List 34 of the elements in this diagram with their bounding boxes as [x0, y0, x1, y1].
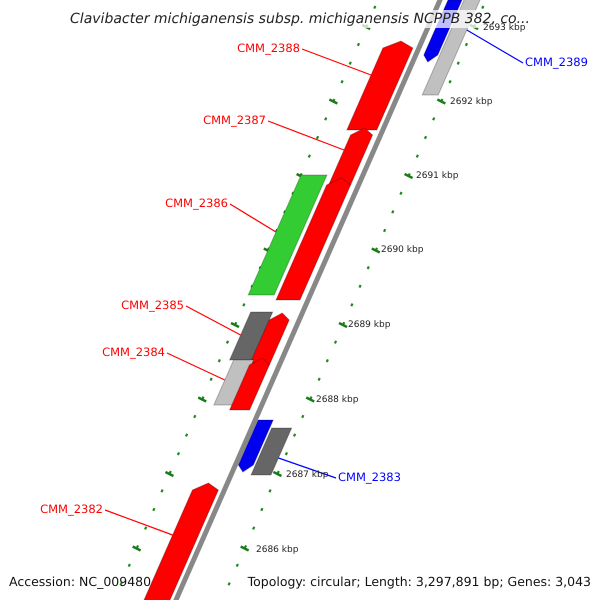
scale-label: 2688 kbp: [316, 394, 358, 406]
gene-feature: [238, 420, 274, 473]
leader-line: [186, 305, 241, 336]
scale-label: 2693 kbp: [483, 23, 526, 34]
gene-label: CMM_2382: [40, 501, 103, 517]
scale-label: 2692 kbp: [450, 96, 492, 108]
gene-feature: [228, 357, 270, 410]
gene-feature: [247, 174, 328, 296]
scale-label: 2691 kbp: [416, 170, 458, 182]
gene-feature: [228, 312, 274, 360]
gene-label: CMM_2386: [165, 195, 228, 211]
leader-line: [268, 120, 344, 151]
gene-feature: [346, 40, 414, 130]
gene-label: CMM_2384: [102, 344, 165, 360]
gene-label: CMM_2383: [338, 469, 401, 485]
leader-line: [166, 352, 226, 381]
gene-label: CMM_2385: [121, 297, 184, 313]
genome-info-text: Topology: circular; Length: 3,297,891 bp; Genes: 3,043: [248, 574, 591, 590]
leader-line: [104, 509, 173, 536]
leader-line: [278, 457, 336, 479]
accession-text: Accession: NC_009480: [9, 574, 152, 590]
gene-label: CMM_2387: [203, 112, 266, 128]
gene-feature: [275, 177, 352, 300]
scale-label: 2689 kbp: [348, 319, 390, 331]
scale-label: 2686 kbp: [256, 544, 298, 556]
leader-line: [230, 203, 276, 233]
gene-feature: [248, 312, 290, 366]
leader-line: [302, 48, 372, 76]
gene-feature: [328, 127, 374, 186]
scale-label: 2690 kbp: [381, 244, 424, 256]
scale-label: 2687 kbp: [286, 469, 328, 481]
gene-label: CMM_2389: [525, 54, 588, 70]
leader-line: [466, 29, 524, 64]
gene-label: CMM_2388: [237, 40, 300, 56]
